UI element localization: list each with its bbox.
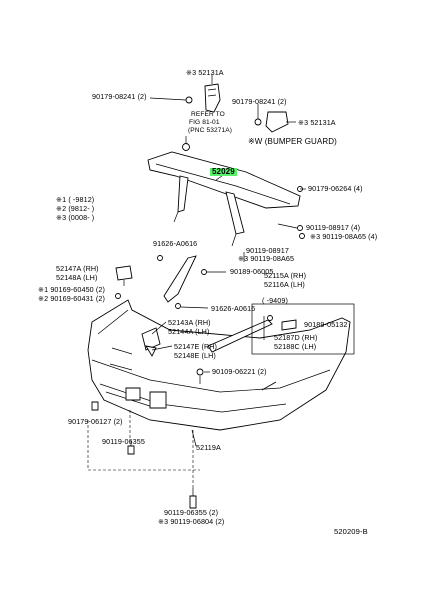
- label-90169-60431: ※2 90169-60431 (2): [38, 294, 105, 303]
- label-52148a: 52148A (LH): [56, 273, 98, 282]
- label-52143a: 52143A (RH): [168, 318, 211, 327]
- bumper-guard-bracket-right: [254, 104, 296, 133]
- label-90189-05132: 90189-05132: [304, 320, 348, 329]
- label-52131a-top: ※3 52131A: [186, 68, 224, 77]
- bumper-stay: [157, 252, 245, 309]
- label-52147a: 52147A (RH): [56, 264, 99, 273]
- label-range-9409: ( -9409): [262, 296, 288, 305]
- side-retainer: [141, 327, 161, 357]
- label-90119-08917: 90119-08917: [246, 246, 289, 255]
- leader-52143a: [151, 321, 167, 335]
- label-90119-06355-bot: 90119-06355 (2): [164, 508, 219, 517]
- label-90179-06127: 90179-06127 (2): [68, 417, 123, 426]
- leader-52029: [215, 175, 223, 181]
- nut-upper-center: [182, 136, 190, 151]
- label-52115a: 52115A (RH): [264, 271, 307, 280]
- label-91626-a0616-mid: 91626-A0616: [211, 304, 256, 313]
- label-fig: FIG 81-01: [189, 119, 220, 126]
- label-90119-08917-4: 90119-08917 (4): [306, 223, 361, 232]
- label-90169-60450: ※1 90169-60450 (2): [38, 285, 105, 294]
- label-91626-a0616-top: 91626-A0616: [153, 239, 198, 248]
- diagram-code: 520209-B: [334, 527, 368, 536]
- label-52148e: 52148E (LH): [174, 351, 216, 360]
- label-52144a: 52144A (LH): [168, 327, 210, 336]
- label-90119-08a65: ※3 90119-08A65: [238, 254, 295, 263]
- variant-box: [251, 303, 355, 355]
- label-52188c: 52188C (LH): [274, 342, 317, 351]
- label-90179-06264: 90179-06264 (4): [308, 184, 363, 193]
- leader-dashed-3: [87, 420, 200, 471]
- label-52119a: 52119A: [196, 443, 221, 452]
- legend-3: ※3 (0008- ): [56, 213, 95, 222]
- leader-52119a: [191, 429, 197, 447]
- legend-2: ※2 (9812- ): [56, 204, 95, 213]
- label-90119-06804: ※3 90119-06804 (2): [158, 517, 225, 526]
- bumper-reinforcement: [147, 151, 306, 247]
- bumper-molding: [207, 315, 297, 353]
- clip-52147a: [115, 265, 133, 299]
- bumper-guard-bracket-top: [204, 74, 221, 113]
- label-90119-06355-mid: 90119-06355: [102, 437, 145, 446]
- label-90189-06005: 90189-06005: [230, 267, 274, 276]
- label-52147e: 52147E (RH): [174, 342, 218, 351]
- nut-90179-08241-left: [149, 96, 193, 104]
- label-52187d: 52187D (RH): [274, 333, 318, 342]
- label-90179-08241-right: 90179-08241 (2): [232, 97, 287, 106]
- legend-1: ※1 ( -9812): [56, 195, 95, 204]
- label-refer-to: REFER TO: [191, 111, 225, 118]
- bolts-lower: [91, 368, 204, 509]
- label-90179-08241-left: 90179-08241 (2): [92, 92, 147, 101]
- label-52116a: 52116A (LH): [264, 280, 305, 289]
- leader-52147e: [151, 345, 173, 351]
- label-52131a-right: ※3 52131A: [298, 118, 336, 127]
- label-90109-06221: 90109-06221 (2): [212, 367, 267, 376]
- label-52029: 52029: [210, 167, 237, 176]
- label-pnc: (PNC 53271A): [188, 127, 233, 134]
- label-w-bumper-guard: ※W (BUMPER GUARD): [248, 137, 337, 146]
- label-90119-08a65-4: ※3 90119-08A65 (4): [310, 232, 378, 241]
